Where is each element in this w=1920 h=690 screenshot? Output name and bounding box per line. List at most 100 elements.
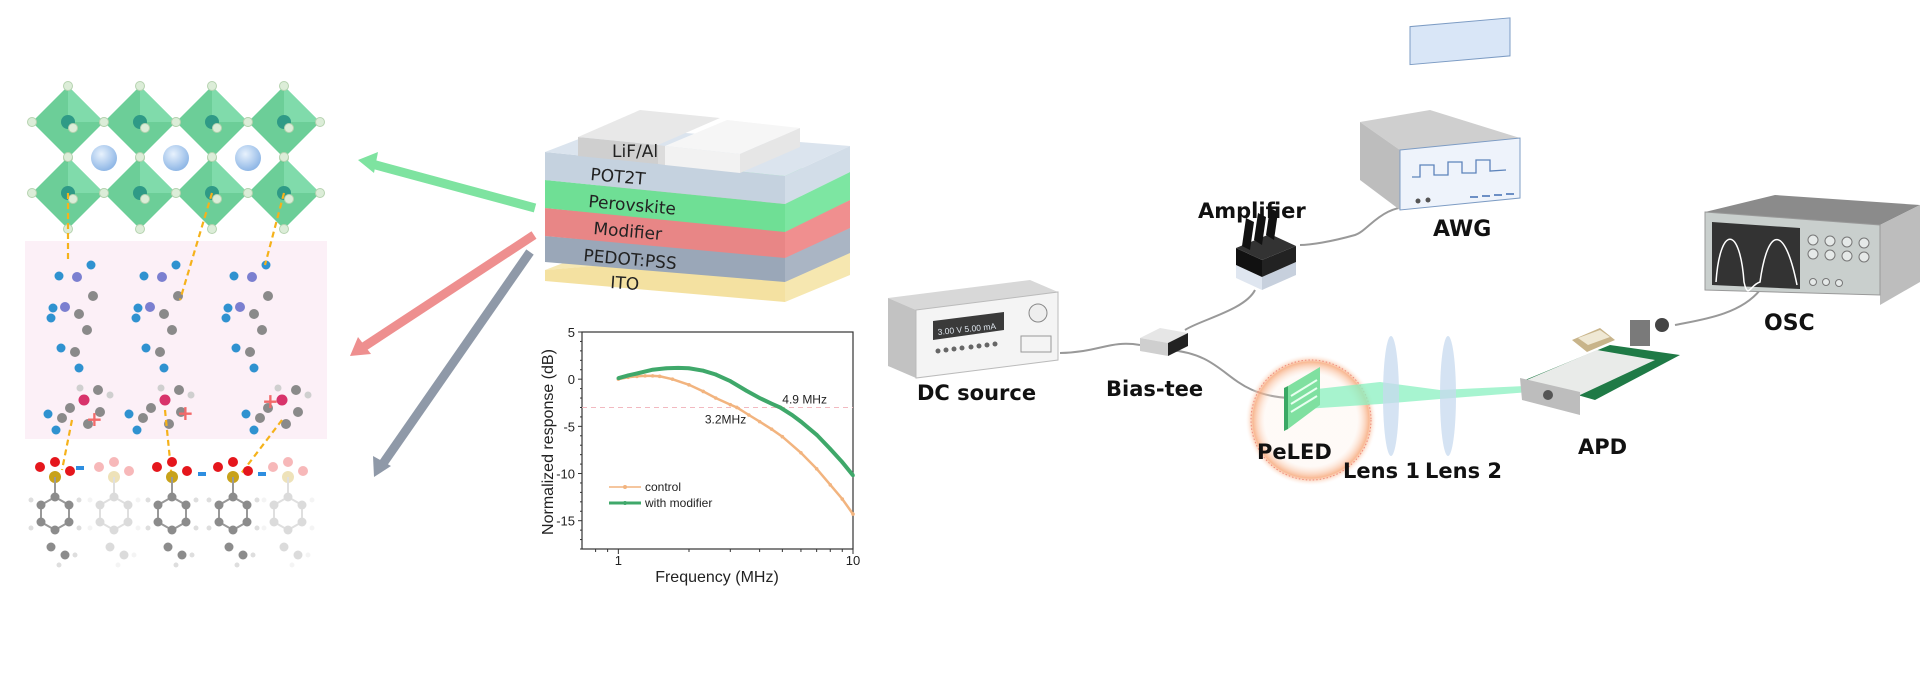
series-point-with-modifier	[799, 419, 803, 424]
halide-atom	[135, 224, 145, 234]
organic-modifier-molecules	[43, 260, 312, 435]
atom	[139, 271, 149, 281]
oxygen-atom	[228, 457, 238, 467]
atom	[263, 291, 273, 301]
atom	[54, 271, 64, 281]
atom	[95, 407, 105, 417]
series-point-control	[657, 374, 662, 379]
carbon-atom	[95, 500, 105, 510]
series-point-with-modifier	[851, 473, 855, 478]
atom	[43, 409, 53, 419]
atom	[176, 407, 186, 417]
series-point-control	[728, 402, 733, 407]
hydrogen-atom	[261, 497, 267, 503]
carbon-atom	[293, 550, 303, 560]
hydrogen-atom	[254, 497, 260, 503]
pedot-arrow	[373, 249, 534, 477]
octahedron-facet	[284, 157, 320, 193]
atom	[74, 363, 84, 373]
carbon-atom	[64, 500, 74, 510]
hydrogen-atom	[87, 525, 93, 531]
y-tick-label: -10	[556, 467, 575, 482]
carbon-atom	[109, 525, 119, 535]
modifier-arrow	[350, 231, 537, 356]
bias-tee-device: Bias-tee	[1106, 328, 1203, 401]
atom	[263, 403, 273, 413]
oxygen-atom	[109, 457, 119, 467]
halide-atom	[27, 188, 37, 198]
hydrogen-atom	[76, 525, 82, 531]
atom	[86, 260, 96, 270]
oxygen-atom	[213, 462, 223, 472]
halide-atom	[140, 194, 150, 204]
atom	[88, 291, 98, 301]
positive-charge-icon: +	[177, 401, 194, 425]
hydrogen-atom	[173, 562, 179, 568]
halide-atom	[27, 117, 37, 127]
series-point-with-modifier	[728, 379, 733, 383]
carbon-atom	[167, 492, 177, 502]
dc-source-buttons	[935, 341, 998, 354]
series-point-with-modifier	[713, 372, 718, 377]
halide-atom	[135, 81, 145, 91]
octahedron-facet	[68, 86, 104, 122]
hydrogen-atom	[145, 525, 151, 531]
series-point-control	[643, 374, 647, 378]
series-point-control	[713, 396, 718, 400]
perovskite-arrow	[358, 152, 537, 213]
atom	[159, 363, 169, 373]
carbon-atom	[60, 550, 70, 560]
series-line-with-modifier	[617, 365, 855, 477]
octahedron-facet	[140, 157, 176, 193]
carbon-atom	[228, 492, 238, 502]
carbon-atom	[50, 492, 60, 502]
oxygen-atom	[152, 462, 162, 472]
x-tick-label: 10	[846, 553, 860, 568]
octahedron-facet	[284, 86, 320, 122]
atom	[65, 403, 75, 413]
atom	[132, 425, 142, 435]
halide-atom	[63, 152, 73, 162]
atom	[106, 391, 114, 399]
atom	[57, 413, 67, 423]
hydrogen-atom	[234, 562, 240, 568]
oscilloscope-instrument: OSC	[1704, 195, 1920, 336]
negative-charge-icon	[258, 472, 266, 476]
atom	[83, 419, 93, 429]
halide-atom	[171, 188, 181, 198]
halide-atom	[315, 188, 325, 198]
series-point-with-modifier	[840, 460, 845, 465]
carbon-atom	[46, 542, 56, 552]
carbon-atom	[242, 500, 252, 510]
series-point-control	[650, 374, 655, 378]
cation-sphere	[163, 145, 189, 171]
negative-charge-icon	[76, 466, 84, 470]
series-point-with-modifier	[778, 405, 783, 410]
atom	[51, 425, 61, 435]
amplifier-device: Amplifier	[1198, 199, 1306, 290]
atom	[281, 419, 291, 429]
pss-sulfonate-molecules	[28, 457, 315, 568]
halide-atom	[243, 188, 253, 198]
annotation-with-modifier-cutoff: 4.9 MHz	[782, 392, 827, 406]
halide-atom	[171, 117, 181, 127]
atom	[223, 303, 233, 313]
atom	[229, 271, 239, 281]
atom	[76, 384, 84, 392]
cables	[1059, 204, 1761, 399]
oxygen-atom	[298, 466, 308, 476]
atom	[291, 385, 301, 395]
atom	[124, 409, 134, 419]
awg-instrument: AWG	[1360, 17, 1521, 242]
atom	[46, 313, 56, 323]
hydrogen-bond	[239, 419, 283, 476]
chart-y-axis: 50-5-10-15	[556, 325, 582, 550]
halide-atom	[243, 117, 253, 127]
carbon-atom	[153, 500, 163, 510]
y-tick-label: -15	[556, 514, 575, 529]
dc-source-label: DC source	[917, 381, 1036, 405]
carbon-atom	[214, 517, 224, 527]
carbon-atom	[297, 500, 307, 510]
atom	[276, 394, 288, 406]
